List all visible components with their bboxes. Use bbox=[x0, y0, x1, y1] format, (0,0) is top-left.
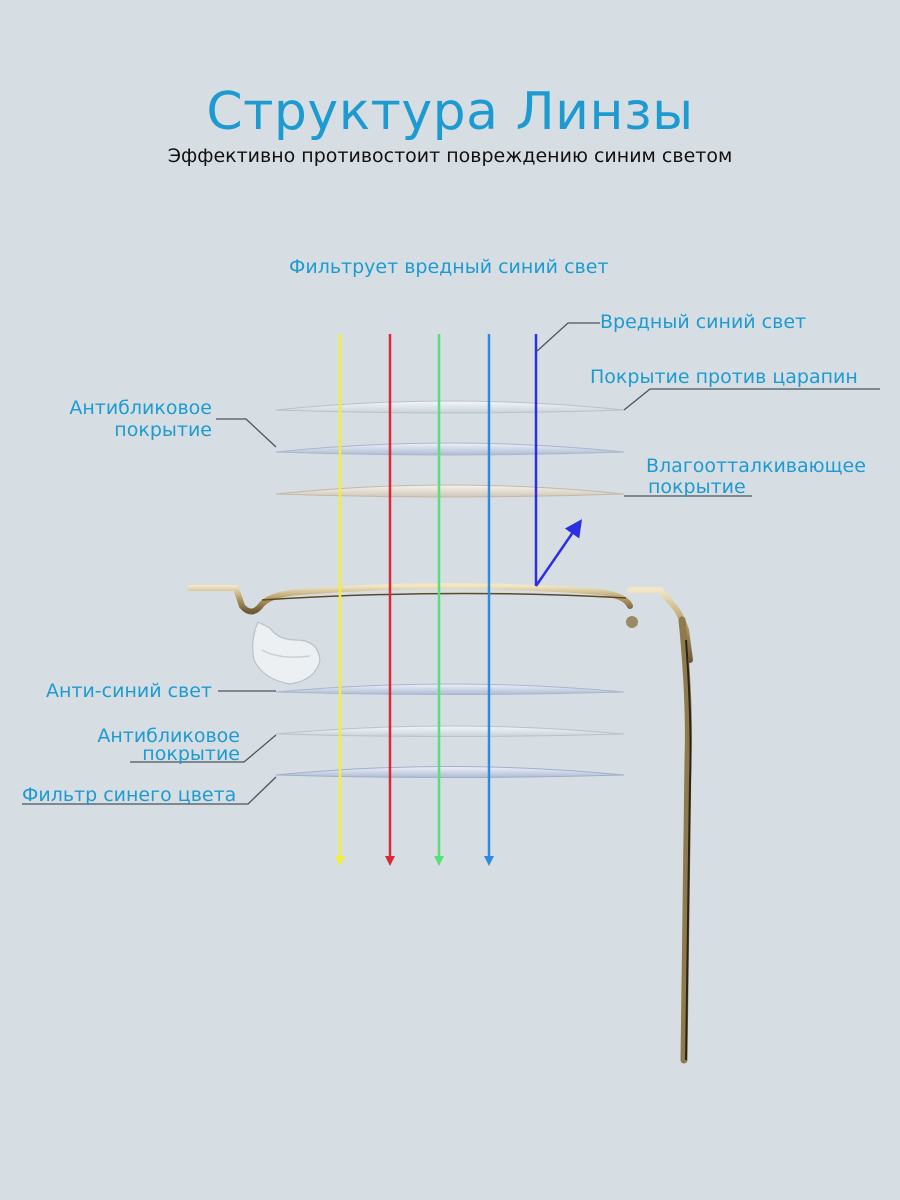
page-title: Структура Линзы bbox=[206, 82, 694, 142]
page-subtitle: Эффективно противостоит повреждению сини… bbox=[167, 145, 733, 167]
glasses-frame bbox=[187, 583, 693, 1064]
anti-blue-label: Анти-синий свет bbox=[45, 680, 212, 702]
light-rays bbox=[335, 334, 582, 866]
hydrophobic-label-line1: Влагоотталкивающее bbox=[646, 455, 866, 477]
ray-harmful-reflection bbox=[534, 519, 582, 587]
antiglare-top-label-line2: покрытие bbox=[114, 419, 212, 441]
antiglare-top-label-line1: Антибликовое bbox=[69, 397, 212, 419]
ray-red-arrowhead bbox=[385, 856, 395, 866]
lens-layer-antiglare-top bbox=[275, 442, 625, 456]
antiglare-bottom-label-line2: покрытие bbox=[142, 743, 240, 765]
antiglare-bottom-label-line1: Антибликовое bbox=[97, 725, 240, 747]
harmful-blue-label: Вредный синий свет bbox=[600, 311, 807, 333]
lens-layer-scratch bbox=[275, 400, 625, 414]
lens-layer-anti-blue bbox=[275, 683, 625, 695]
ray-blue-arrowhead bbox=[484, 856, 494, 866]
hydrophobic-label-line2: покрытие bbox=[648, 476, 746, 498]
lens-layer-blue-filter bbox=[275, 766, 625, 778]
ray-yellow-arrowhead bbox=[335, 856, 345, 866]
scratch-coating-label: Покрытие против царапин bbox=[590, 366, 858, 388]
lens-layer-antiglare-bottom bbox=[275, 725, 625, 737]
lens-layer-hydrophobic bbox=[275, 484, 625, 498]
ray-green-arrowhead bbox=[434, 856, 444, 866]
blue-filter-label: Фильтр синего цвета bbox=[22, 784, 237, 806]
filters-label: Фильтрует вредный синий свет bbox=[289, 256, 609, 278]
leader-lines bbox=[22, 322, 880, 805]
